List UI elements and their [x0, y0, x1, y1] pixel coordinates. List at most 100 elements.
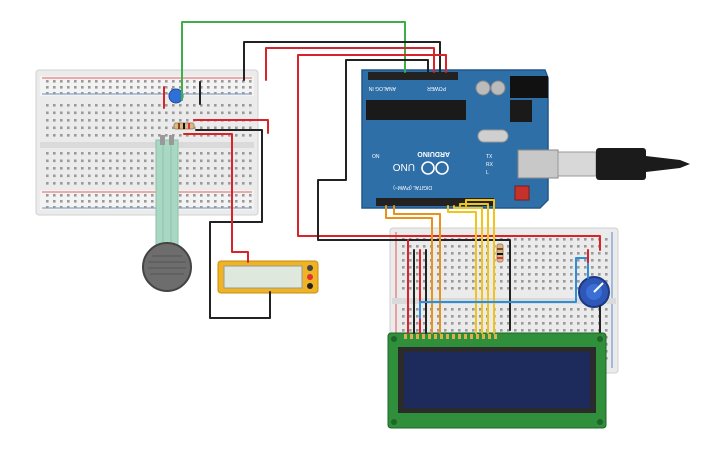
breadboard-hole[interactable] — [172, 111, 175, 115]
breadboard-hole[interactable] — [81, 92, 84, 95]
breadboard-hole[interactable] — [556, 266, 559, 269]
breadboard-hole[interactable] — [556, 238, 559, 241]
breadboard-hole[interactable] — [542, 287, 545, 290]
breadboard-hole[interactable] — [409, 315, 412, 318]
breadboard-hole[interactable] — [137, 194, 140, 197]
breadboard-hole[interactable] — [535, 329, 538, 332]
breadboard-hole[interactable] — [172, 80, 175, 83]
breadboard-hole[interactable] — [116, 80, 119, 83]
breadboard-hole[interactable] — [437, 252, 440, 255]
breadboard-hole[interactable] — [500, 266, 503, 269]
breadboard-hole[interactable] — [179, 86, 182, 89]
breadboard-hole[interactable] — [60, 152, 63, 155]
breadboard-hole[interactable] — [228, 167, 231, 170]
wire-red-right-rail[interactable] — [297, 224, 601, 251]
breadboard-hole[interactable] — [88, 80, 91, 83]
breadboard-hole[interactable] — [81, 134, 84, 137]
breadboard-hole[interactable] — [95, 174, 98, 178]
breadboard-hole[interactable] — [465, 280, 468, 283]
arduino-uno-board[interactable]: ARDUINO UNO POWER ANALOG IN DIGITAL (PWM… — [361, 69, 559, 209]
breadboard-left[interactable] — [35, 69, 259, 216]
breadboard-hole[interactable] — [549, 329, 552, 332]
breadboard-hole[interactable] — [116, 92, 119, 95]
breadboard-hole[interactable] — [109, 206, 112, 209]
breadboard-hole[interactable] — [95, 134, 98, 137]
breadboard-hole[interactable] — [242, 167, 245, 170]
breadboard-hole[interactable] — [207, 159, 210, 163]
lcd-pin[interactable] — [446, 334, 449, 339]
lcd-pin[interactable] — [404, 334, 407, 339]
breadboard-hole[interactable] — [109, 86, 112, 89]
breadboard-hole[interactable] — [81, 182, 84, 185]
breadboard-hole[interactable] — [144, 104, 147, 107]
breadboard-hole[interactable] — [249, 174, 252, 178]
breadboard-hole[interactable] — [556, 252, 559, 255]
breadboard-hole[interactable] — [507, 259, 510, 262]
breadboard-hole[interactable] — [207, 200, 210, 203]
probe-jack[interactable] — [307, 265, 313, 271]
breadboard-hole[interactable] — [158, 126, 161, 130]
lcd-pin[interactable] — [482, 334, 485, 339]
breadboard-hole[interactable] — [186, 80, 189, 83]
breadboard-hole[interactable] — [123, 167, 126, 170]
breadboard-hole[interactable] — [46, 86, 49, 89]
breadboard-hole[interactable] — [472, 266, 475, 269]
breadboard-hole[interactable] — [193, 194, 196, 197]
breadboard-hole[interactable] — [151, 92, 154, 95]
breadboard-hole[interactable] — [521, 315, 524, 318]
breadboard-hole[interactable] — [67, 167, 70, 170]
breadboard-hole[interactable] — [605, 238, 608, 241]
breadboard-hole[interactable] — [507, 308, 510, 311]
breadboard-hole[interactable] — [549, 322, 552, 325]
breadboard-hole[interactable] — [221, 80, 224, 83]
breadboard-hole[interactable] — [214, 182, 217, 185]
breadboard-hole[interactable] — [242, 134, 245, 137]
breadboard-hole[interactable] — [542, 259, 545, 262]
lcd-pin[interactable] — [470, 334, 473, 339]
breadboard-hole[interactable] — [423, 245, 426, 248]
breadboard-hole[interactable] — [465, 259, 468, 262]
breadboard-hole[interactable] — [67, 80, 70, 83]
breadboard-hole[interactable] — [423, 273, 426, 276]
breadboard-hole[interactable] — [549, 238, 552, 241]
breadboard-hole[interactable] — [249, 111, 252, 115]
breadboard-hole[interactable] — [179, 182, 182, 185]
breadboard-hole[interactable] — [74, 174, 77, 178]
breadboard-hole[interactable] — [249, 159, 252, 163]
breadboard-hole[interactable] — [423, 329, 426, 332]
resistor-left[interactable] — [173, 122, 195, 130]
breadboard-hole[interactable] — [102, 126, 105, 130]
breadboard-hole[interactable] — [451, 245, 454, 248]
breadboard-hole[interactable] — [535, 273, 538, 276]
breadboard-hole[interactable] — [521, 322, 524, 325]
breadboard-hole[interactable] — [465, 329, 468, 332]
breadboard-hole[interactable] — [242, 111, 245, 115]
breadboard-hole[interactable] — [130, 174, 133, 178]
breadboard-hole[interactable] — [151, 119, 154, 122]
breadboard-hole[interactable] — [584, 322, 587, 325]
breadboard-hole[interactable] — [46, 134, 49, 137]
breadboard-hole[interactable] — [444, 273, 447, 276]
breadboard-hole[interactable] — [60, 200, 63, 203]
breadboard-hole[interactable] — [458, 259, 461, 262]
breadboard-hole[interactable] — [67, 104, 70, 107]
breadboard-hole[interactable] — [409, 252, 412, 255]
breadboard-hole[interactable] — [109, 134, 112, 137]
breadboard-hole[interactable] — [186, 92, 189, 95]
breadboard-hole[interactable] — [102, 182, 105, 185]
breadboard-hole[interactable] — [130, 111, 133, 115]
breadboard-hole[interactable] — [81, 194, 84, 197]
breadboard-hole[interactable] — [53, 92, 56, 95]
breadboard-hole[interactable] — [465, 322, 468, 325]
breadboard-hole[interactable] — [60, 92, 63, 95]
breadboard-hole[interactable] — [521, 252, 524, 255]
breadboard-hole[interactable] — [102, 86, 105, 89]
breadboard-hole[interactable] — [116, 200, 119, 203]
breadboard-hole[interactable] — [214, 200, 217, 203]
breadboard-hole[interactable] — [591, 252, 594, 255]
breadboard-hole[interactable] — [235, 111, 238, 115]
breadboard-hole[interactable] — [451, 266, 454, 269]
breadboard-hole[interactable] — [416, 287, 419, 290]
breadboard-hole[interactable] — [109, 80, 112, 83]
breadboard-hole[interactable] — [577, 273, 580, 276]
